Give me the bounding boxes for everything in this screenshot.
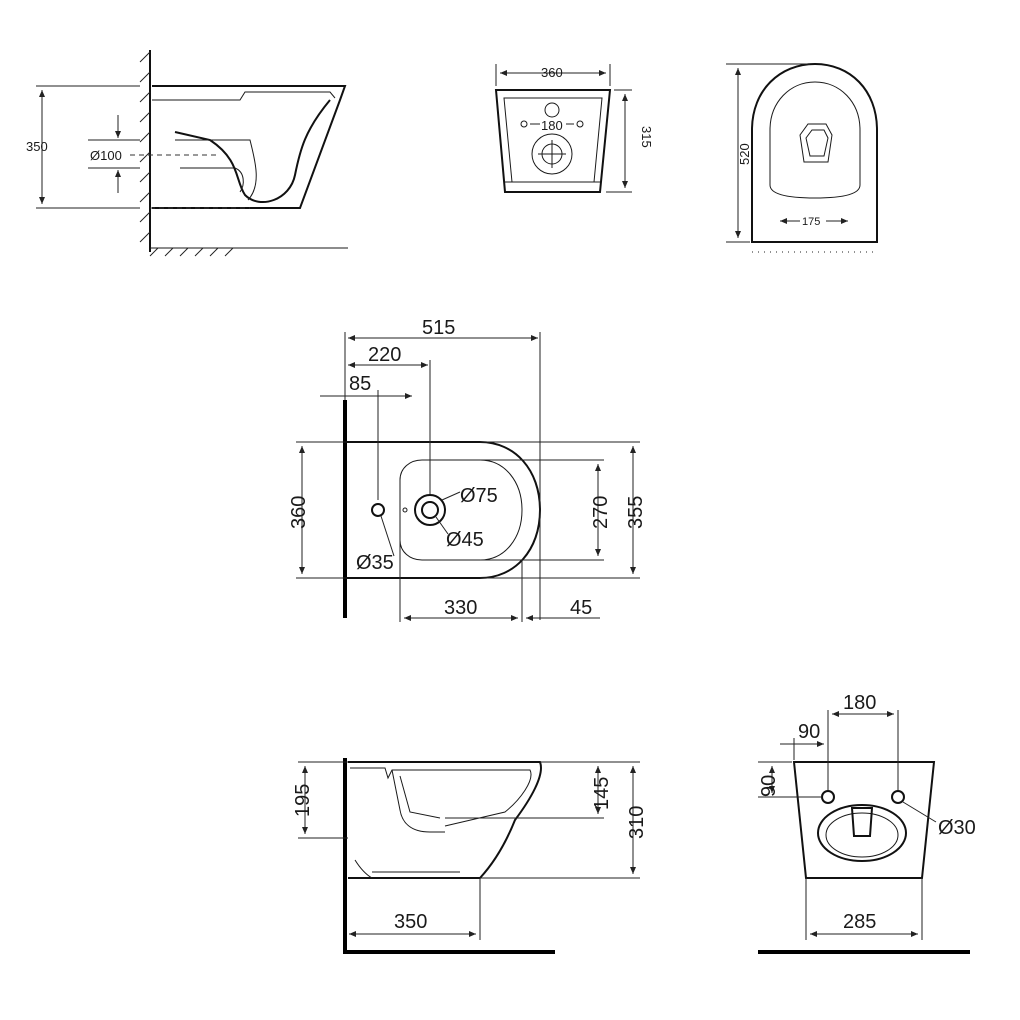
toilet-outline	[152, 85, 347, 209]
rear-outlet-outer	[531, 133, 573, 175]
floor-hatch	[149, 247, 234, 257]
bolt-offset-x: 90	[798, 721, 820, 743]
bowl-width: 270	[590, 496, 612, 529]
faucet-hole-outer	[414, 494, 446, 526]
bolt-right	[891, 790, 905, 804]
bowl-length: 330	[444, 597, 477, 619]
small-hole-diameter: Ø35	[356, 552, 394, 574]
toilet-trap-lower	[180, 167, 244, 193]
side-rim	[350, 767, 532, 827]
toilet-bowl	[174, 99, 331, 204]
total-height: 310	[626, 806, 648, 839]
bolt-spacing: 180	[843, 692, 876, 714]
small-hole	[371, 503, 385, 517]
side-view-toilet: 350 Ø100	[26, 50, 348, 257]
outer-width: 360	[288, 496, 310, 529]
rear-width: 360	[541, 65, 563, 80]
rear-spout	[850, 807, 874, 837]
rear-bolt-left	[520, 120, 528, 128]
plan-bowl	[769, 81, 861, 199]
front-width: 355	[625, 496, 647, 529]
pipe-diameter: Ø100	[90, 148, 122, 163]
inner-hole-diameter: Ø45	[446, 529, 484, 551]
bidet-rear-view: 180 90 90 Ø30 285	[758, 692, 976, 954]
rear-bolt-right	[576, 120, 584, 128]
plan-length: 520	[737, 143, 752, 165]
bottom-width: 285	[843, 911, 876, 933]
bolt-offset-y: 90	[758, 775, 780, 797]
bolt-left	[821, 790, 835, 804]
bidet-bowl	[399, 459, 523, 561]
front-offset: 45	[570, 597, 592, 619]
faucet-offset: 220	[368, 344, 401, 366]
plan-outline	[751, 62, 878, 243]
toilet-trap	[175, 139, 257, 201]
mount-height: 195	[292, 784, 314, 817]
wall-hatch	[139, 51, 151, 243]
rear-opening	[817, 804, 907, 862]
base-length: 350	[394, 911, 427, 933]
faucet-hole-inner	[421, 501, 439, 519]
height-dimension: 350	[26, 139, 48, 154]
rear-holes-spacing: 180	[541, 118, 563, 133]
rear-top-hole	[544, 102, 560, 118]
large-hole-diameter: Ø75	[460, 485, 498, 507]
plan-outlet	[799, 123, 833, 163]
overflow-hole	[402, 507, 408, 513]
overall-length: 515	[422, 317, 455, 339]
side-outline	[348, 761, 542, 879]
rear-view-toilet: 180 360 315	[494, 64, 654, 193]
rear-outline	[494, 89, 612, 193]
rim-depth: 145	[591, 777, 613, 810]
bidet-plan-view: 515 220 85 360 270 355 Ø75 Ø45 Ø35 330 4…	[288, 317, 647, 622]
bidet-side-view: 195 145 310 350	[292, 758, 648, 954]
plan-view-toilet: 175 520	[726, 62, 878, 253]
bolt-diameter: Ø30	[938, 817, 976, 839]
plan-bolt-spacing: 175	[802, 216, 820, 228]
small-hole-offset: 85	[349, 373, 371, 395]
rear-height: 315	[639, 126, 654, 148]
toilet-rim	[152, 91, 336, 101]
